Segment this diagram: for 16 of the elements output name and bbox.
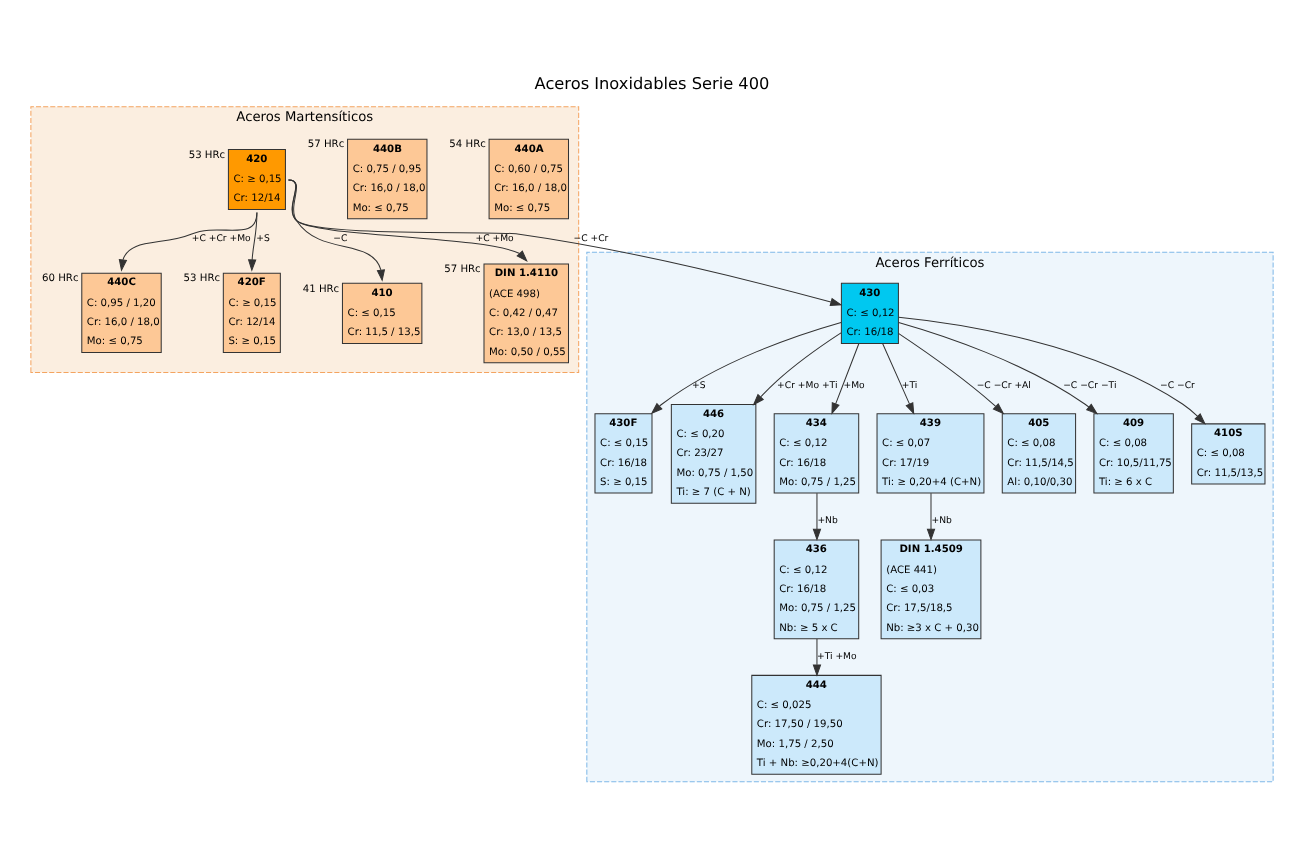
arrow xyxy=(881,343,914,415)
arrow xyxy=(287,179,385,282)
arrow xyxy=(925,492,935,542)
arrow xyxy=(811,638,821,677)
arrow xyxy=(649,321,841,415)
arrow xyxy=(897,316,1205,425)
arrow xyxy=(830,343,859,415)
arrow xyxy=(117,212,257,272)
arrow xyxy=(896,332,1004,415)
arrow xyxy=(246,212,257,272)
arrow xyxy=(287,179,527,263)
arrow xyxy=(751,332,841,406)
arrow xyxy=(811,492,821,542)
diagram-title: Aceros Inoxidables Serie 400 xyxy=(533,73,769,94)
arrow xyxy=(897,322,1098,415)
arrow xyxy=(287,179,842,307)
